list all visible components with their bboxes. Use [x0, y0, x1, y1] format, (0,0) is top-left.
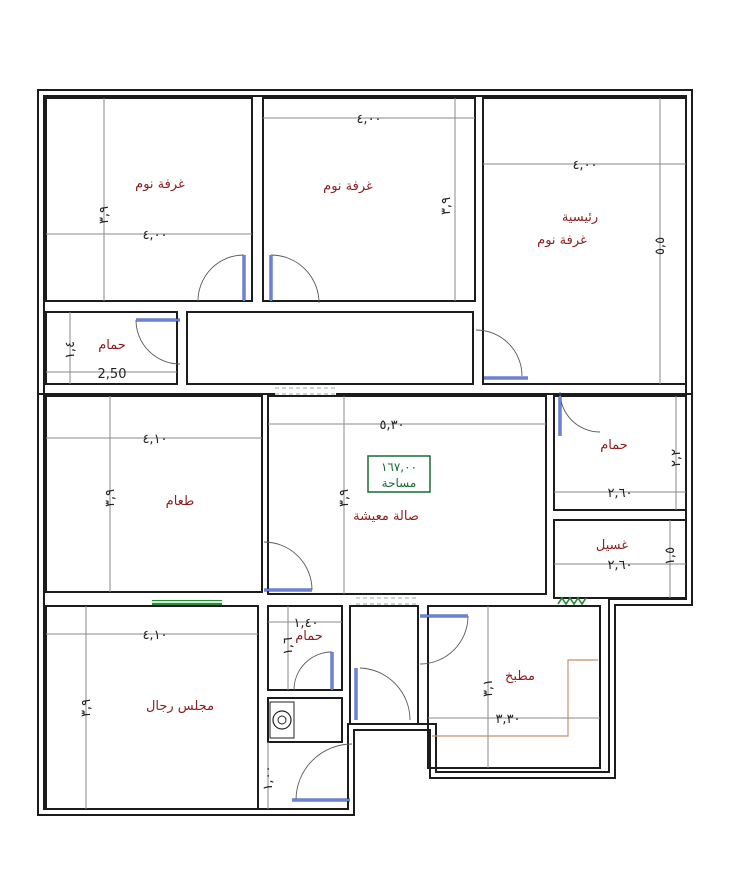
dim-dining-height: ٣,٩: [103, 489, 118, 507]
dim-bath-small-height: ١,٦: [281, 637, 296, 655]
room-label-living: صالة معيشة: [353, 509, 419, 524]
dim-bedroom-left-height: ٣,٩: [97, 206, 112, 224]
room-label-master-line2: غرفة نوم: [537, 233, 587, 248]
vent-mark: [152, 596, 587, 606]
dim-laundry-width: ٢,٦٠: [607, 558, 632, 573]
room-label-dining: طعام: [166, 494, 195, 509]
kitchen-counter: [432, 659, 598, 737]
room-label-kitchen: مطبخ: [505, 669, 535, 684]
dim-bedroom-left-width: ٤,٠٠: [142, 228, 167, 243]
dimension-lines: [46, 98, 686, 809]
room-label-laundry: غسيل: [596, 538, 628, 553]
dim-majlis-height: ٣,٩: [79, 699, 94, 717]
dim-kitchen-height: ٣,١: [481, 679, 496, 697]
doors: [135, 254, 601, 802]
area-value: ١٦٧,٠٠: [381, 460, 417, 474]
dim-bedroom-mid-height: ٣,٩: [439, 197, 454, 215]
dim-living-width: ٥,٣٠: [379, 418, 404, 433]
room-label-bath-right: حمام: [600, 438, 628, 453]
dim-bath-small-width: ١,٤٠: [293, 616, 318, 631]
room-label-bath-small: حمام: [295, 629, 323, 644]
dim-bedroom-mid-width: ٤,٠٠: [356, 112, 381, 127]
dim-majlis-width: ٤,١٠: [142, 628, 167, 643]
dim-bath-right-width: ٢,٦٠: [607, 486, 632, 501]
area-box: [367, 455, 431, 493]
dim-laundry-height: ١,٥: [663, 547, 678, 565]
room-label-bedroom-left: غرفة نوم: [135, 177, 185, 192]
area-label: مساحة: [382, 476, 417, 490]
room-label-majlis: مجلس رجال: [146, 699, 214, 714]
dim-entry-depth: ١,٠٠: [261, 765, 276, 790]
dim-master-width: ٤,٠٠: [572, 158, 597, 173]
dim-bath-right-height: ٢,٢: [669, 449, 684, 467]
dim-master-height: ٥,٥: [653, 237, 668, 255]
dim-living-height: ٣,٩: [337, 489, 352, 507]
dim-dining-width: ٤,١٠: [142, 432, 167, 447]
room-label-bath-top: حمام: [98, 338, 126, 353]
washer-icon: [269, 701, 295, 739]
dim-kitchen-width: ٣,٣٠: [495, 712, 520, 727]
dim-bath-top-height: ١,٤: [63, 341, 78, 359]
room-label-master-line1: رئيسية: [562, 210, 598, 225]
walls: [37, 89, 693, 816]
dim-bath-top-width: 2,50: [98, 367, 127, 382]
room-label-bedroom-mid: غرفة نوم: [323, 179, 373, 194]
